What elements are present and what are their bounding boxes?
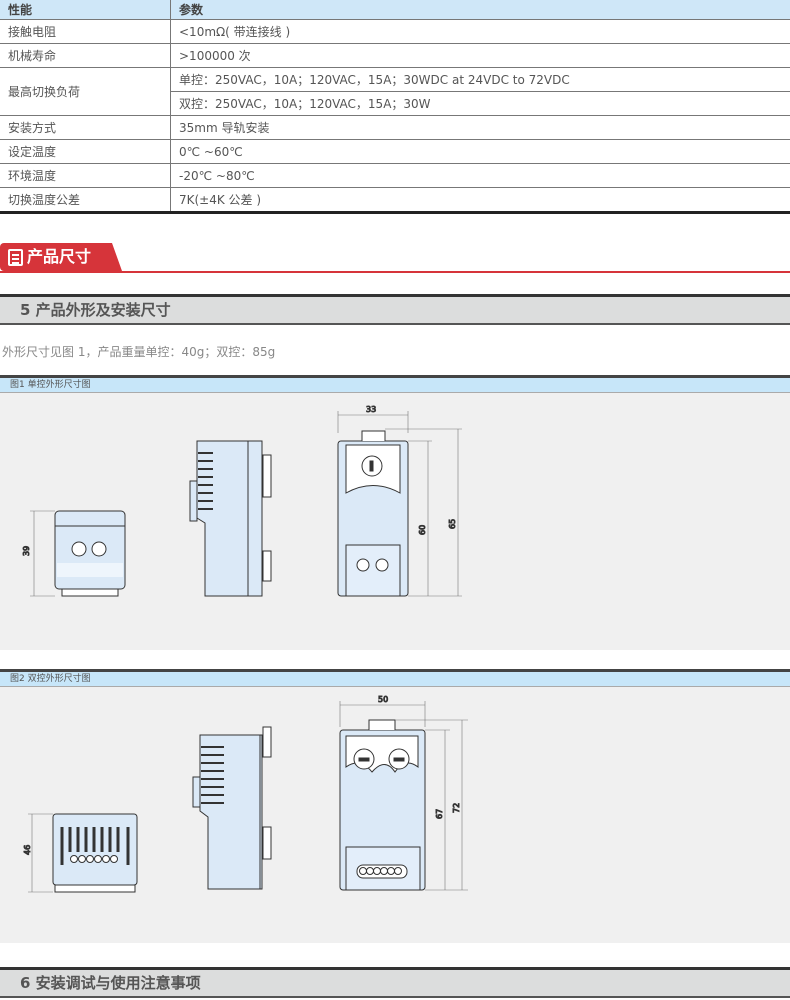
top-view [339, 719, 426, 891]
side-view [192, 726, 272, 890]
dim-label: 60 [418, 525, 427, 535]
figure-2: 46 50 67 72 [0, 687, 790, 943]
banner-title: 产品尺寸 [27, 247, 92, 266]
table-row: 最高切换负荷单控：250VAC，10A；120VAC，15A；30WDC at … [0, 67, 790, 116]
spec-table: 性能参数 接触电阻<10mΩ( 带连接线 ) 机械寿命>100000 次 最高切… [0, 0, 790, 214]
table-row: 机械寿命>100000 次 [0, 43, 790, 68]
front-view [54, 510, 126, 597]
row-label: 最高切换负荷 [0, 67, 171, 116]
dim-label: 33 [366, 405, 376, 414]
front-view [52, 813, 138, 893]
row-value: 7K(±4K 公差 ) [170, 187, 790, 214]
section-banner: 产品尺寸 [0, 243, 790, 273]
row-value: 0℃ ~60℃ [170, 139, 790, 164]
row-value: -20℃ ~80℃ [170, 163, 790, 188]
row-label: 安装方式 [0, 115, 171, 140]
banner-tab: 产品尺寸 [0, 243, 122, 271]
header-value: 参数 [170, 0, 790, 20]
row-label: 设定温度 [0, 139, 171, 164]
section-6-heading: 6 安装调试与使用注意事项 [0, 967, 790, 998]
section-5-heading: 5 产品外形及安装尺寸 [0, 294, 790, 325]
dim-label: 72 [452, 803, 461, 813]
row-label: 环境温度 [0, 163, 171, 188]
row-label: 切换温度公差 [0, 187, 171, 214]
row-value: 35mm 导轨安装 [170, 115, 790, 140]
row-value: <10mΩ( 带连接线 ) [170, 19, 790, 44]
dim-label: 50 [378, 695, 388, 704]
side-view [189, 440, 272, 597]
dim-39 [30, 510, 55, 597]
figure-1: 39 33 60 65 [0, 393, 790, 650]
figure-1-caption: 图1 单控外形尺寸图 [0, 375, 790, 393]
double-thermostat-drawing: 46 50 67 72 [23, 695, 468, 893]
dims [337, 411, 462, 597]
document-icon [8, 249, 23, 266]
table-header: 性能参数 [0, 0, 790, 20]
section-5-text: 外形尺寸见图 1，产品重量单控：40g；双控：85g [2, 345, 276, 359]
table-row: 环境温度-20℃ ~80℃ [0, 163, 790, 188]
dim-label: 65 [448, 519, 457, 529]
top-view [337, 430, 409, 597]
figure-2-caption: 图2 双控外形尺寸图 [0, 669, 790, 687]
row-value: >100000 次 [170, 43, 790, 68]
table-row: 双控：250VAC，10A；120VAC，15A；30W [0, 91, 790, 116]
single-thermostat-drawing: 39 33 60 65 [22, 405, 462, 597]
dim-label: 39 [22, 546, 31, 556]
row-value: 双控：250VAC，10A；120VAC，15A；30W [170, 91, 790, 116]
dim-label: 67 [435, 809, 444, 819]
dim-label: 46 [23, 845, 32, 855]
row-value: 单控：250VAC，10A；120VAC，15A；30WDC at 24VDC … [170, 67, 790, 92]
row-label: 接触电阻 [0, 19, 171, 44]
row-label: 机械寿命 [0, 43, 171, 68]
table-row: 接触电阻<10mΩ( 带连接线 ) [0, 19, 790, 44]
header-property: 性能 [0, 0, 171, 20]
